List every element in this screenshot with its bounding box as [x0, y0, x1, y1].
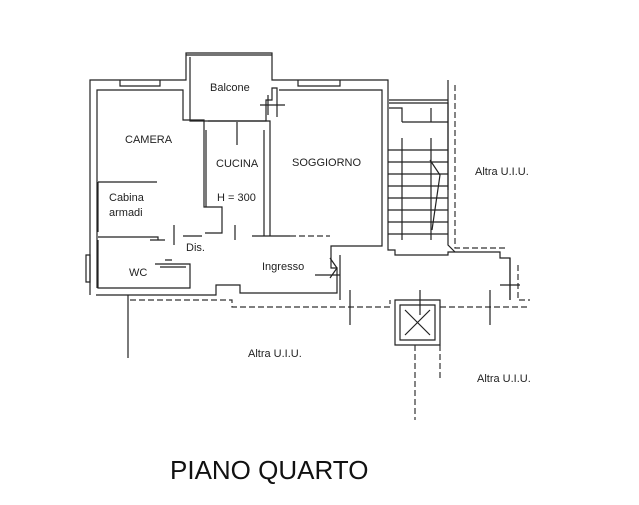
plan-title: PIANO QUARTO	[170, 455, 368, 485]
door-marks	[150, 95, 520, 325]
room-height-label: H = 300	[217, 192, 256, 204]
neighbor-label-bottom: Altra U.I.U.	[248, 348, 302, 360]
room-label-soggiorno: SOGGIORNO	[292, 157, 362, 169]
room-label-camera: CAMERA	[125, 134, 173, 146]
room-label-ingresso: Ingresso	[262, 261, 304, 273]
neighbor-label-right: Altra U.I.U.	[475, 166, 529, 178]
room-label-cabina: Cabina	[109, 192, 145, 204]
walls	[85, 52, 511, 358]
room-label-wc: WC	[129, 267, 147, 279]
neighbor-label-bottom-right: Altra U.I.U.	[477, 373, 531, 385]
room-label-armadi: armadi	[109, 207, 143, 219]
room-label-dis: Dis.	[186, 242, 205, 254]
dashed-boundaries	[130, 85, 530, 420]
room-label-cucina: CUCINA	[216, 158, 259, 170]
room-label-balcone: Balcone	[210, 82, 250, 94]
